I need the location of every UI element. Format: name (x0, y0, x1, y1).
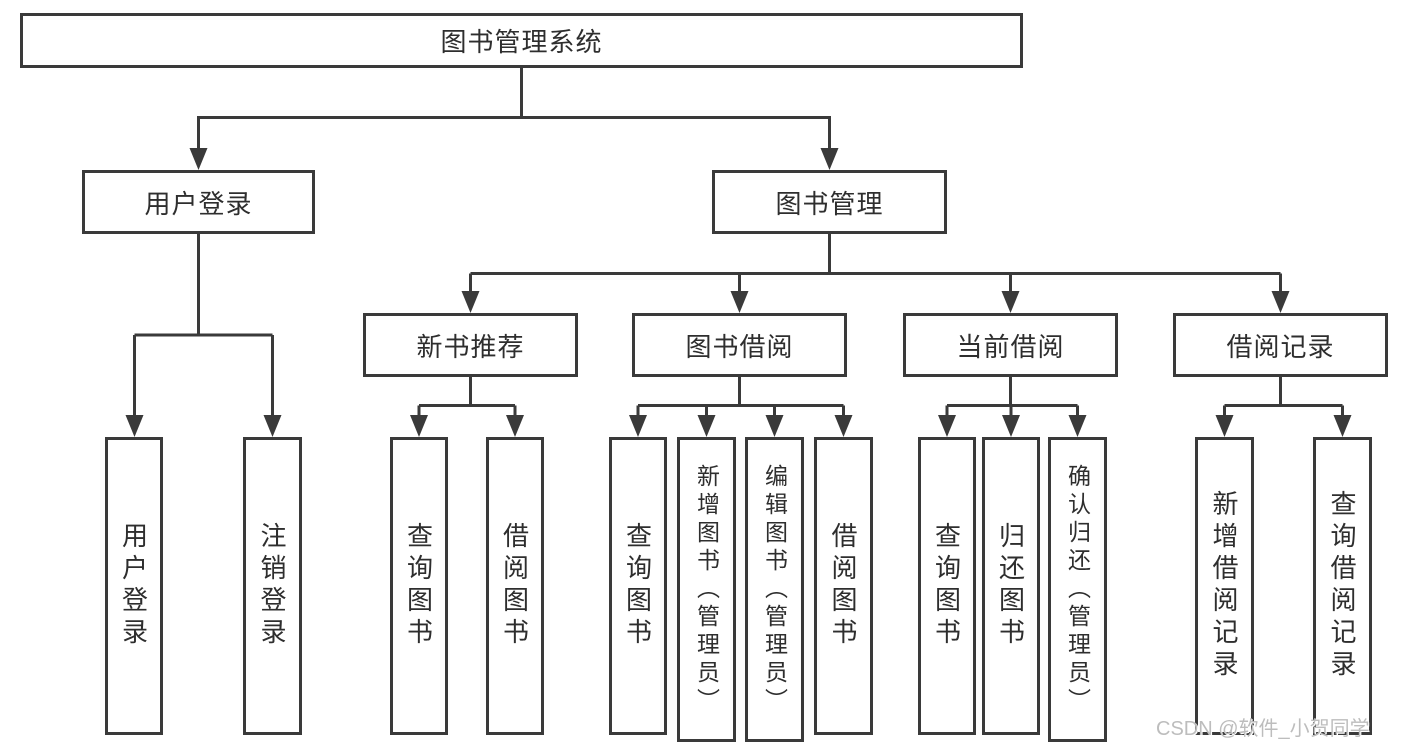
leaf-query-books-1: 查询图书 (390, 437, 448, 735)
leaf-query-books-3-label: 查询图书 (931, 522, 962, 650)
leaf-borrow-books-1-label: 借阅图书 (499, 522, 530, 650)
leaf-user-login: 用户登录 (105, 437, 163, 735)
node-borrowing-records: 借阅记录 (1173, 313, 1388, 377)
node-book-borrowing-label: 图书借阅 (685, 331, 794, 362)
leaf-borrow-books-1: 借阅图书 (486, 437, 544, 735)
leaf-return-book: 归还图书 (982, 437, 1040, 735)
leaf-add-book-admin-label: 新增图书（管理员） (693, 463, 720, 716)
leaf-query-books-3: 查询图书 (918, 437, 976, 735)
leaf-add-borrow-record: 新增借阅记录 (1195, 437, 1254, 735)
node-root-label: 图书管理系统 (440, 27, 603, 57)
leaf-borrow-books-2: 借阅图书 (814, 437, 873, 735)
leaf-edit-book-admin: 编辑图书（管理员） (745, 437, 804, 742)
tree-edges (133, 68, 1344, 417)
leaf-query-books-2: 查询图书 (609, 437, 667, 735)
node-new-book-recommendation-label: 新书推荐 (416, 331, 525, 362)
csdn-watermark: CSDN @软件_小贺同学 (1156, 718, 1370, 740)
leaf-query-borrow-record-label: 查询借阅记录 (1327, 490, 1357, 682)
node-book-borrowing: 图书借阅 (632, 313, 847, 377)
leaf-user-login-label: 用户登录 (118, 522, 149, 650)
leaf-logout-label: 注销登录 (257, 522, 287, 650)
node-current-borrowing: 当前借阅 (903, 313, 1118, 377)
leaf-return-book-label: 归还图书 (995, 522, 1026, 650)
leaf-add-borrow-record-label: 新增借阅记录 (1209, 490, 1239, 682)
leaf-edit-book-admin-label: 编辑图书（管理员） (761, 463, 788, 716)
leaf-confirm-return-admin: 确认归还（管理员） (1048, 437, 1107, 742)
node-book-management: 图书管理 (712, 170, 947, 234)
arrowheads (125, 148, 1352, 437)
leaf-query-books-2-label: 查询图书 (622, 522, 653, 650)
node-borrowing-records-label: 借阅记录 (1226, 331, 1335, 362)
node-root-system: 图书管理系统 (20, 13, 1023, 68)
node-user-login: 用户登录 (82, 170, 315, 234)
leaf-borrow-books-2-label: 借阅图书 (828, 522, 858, 650)
node-book-management-label: 图书管理 (775, 188, 884, 219)
leaf-confirm-return-admin-label: 确认归还（管理员） (1064, 463, 1091, 716)
leaf-add-book-admin: 新增图书（管理员） (677, 437, 736, 742)
node-current-borrowing-label: 当前借阅 (956, 331, 1065, 362)
leaf-logout: 注销登录 (243, 437, 302, 735)
node-user-login-label: 用户登录 (144, 188, 253, 219)
leaf-query-books-1-label: 查询图书 (403, 522, 434, 650)
leaf-query-borrow-record: 查询借阅记录 (1313, 437, 1372, 735)
node-new-book-recommendation: 新书推荐 (363, 313, 578, 377)
